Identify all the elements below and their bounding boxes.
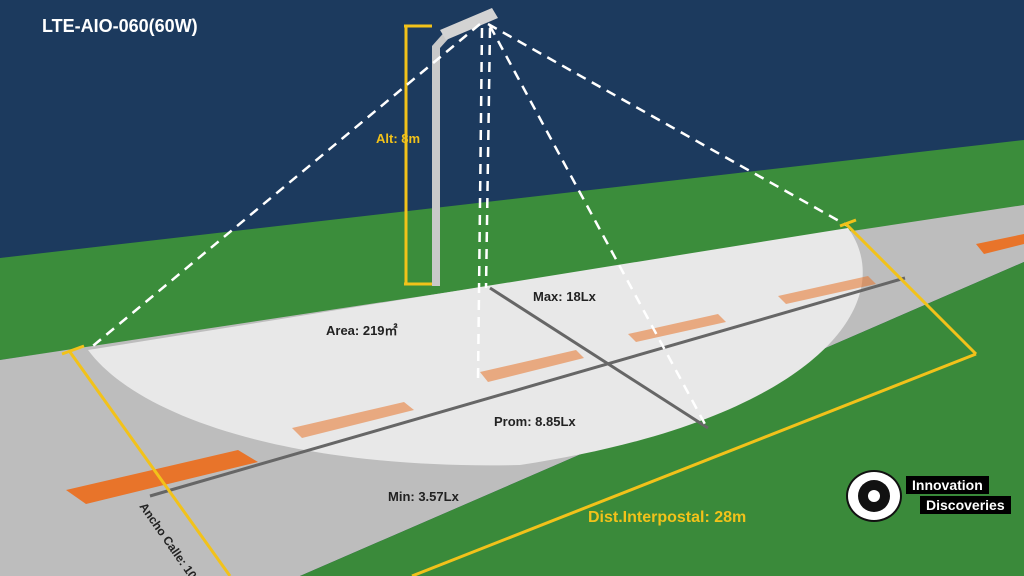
gear-robot-icon <box>858 480 890 512</box>
page-title: LTE-AIO-060(60W) <box>42 16 198 36</box>
average-lux-label: Prom: 8.85Lx <box>494 414 576 429</box>
light-pole <box>432 8 498 286</box>
lamp-head <box>440 8 498 40</box>
lane-marking <box>480 350 584 382</box>
min-lux-label: Min: 3.57Lx <box>388 489 459 504</box>
pole-shaft <box>432 46 440 286</box>
lane-marking <box>66 450 258 504</box>
altitude-label: Alt: 8m <box>376 131 421 146</box>
far-grass <box>0 140 1024 360</box>
lit-area <box>88 228 863 466</box>
center-line <box>149 276 906 498</box>
lane-marking <box>628 314 726 342</box>
pole-distance-dimension <box>411 218 978 576</box>
brand-logo <box>846 470 902 522</box>
lane-markings <box>66 234 1024 504</box>
max-lux-label: Max: 18Lx <box>533 289 596 304</box>
pole-distance-label: Dist.Interpostal: 28m <box>588 509 747 526</box>
brand-name-line2: Discoveries <box>920 496 1011 514</box>
lane-marking <box>778 276 876 304</box>
street-width-dimension <box>61 344 232 576</box>
light-beams <box>87 22 849 427</box>
altitude-dimension <box>404 24 432 286</box>
brand-name-line1: Innovation <box>906 476 989 494</box>
lane-marking <box>976 234 1024 254</box>
cross-line <box>489 286 709 430</box>
area-label: Area: 219㎡ <box>326 323 398 338</box>
lane-marking <box>292 402 414 438</box>
